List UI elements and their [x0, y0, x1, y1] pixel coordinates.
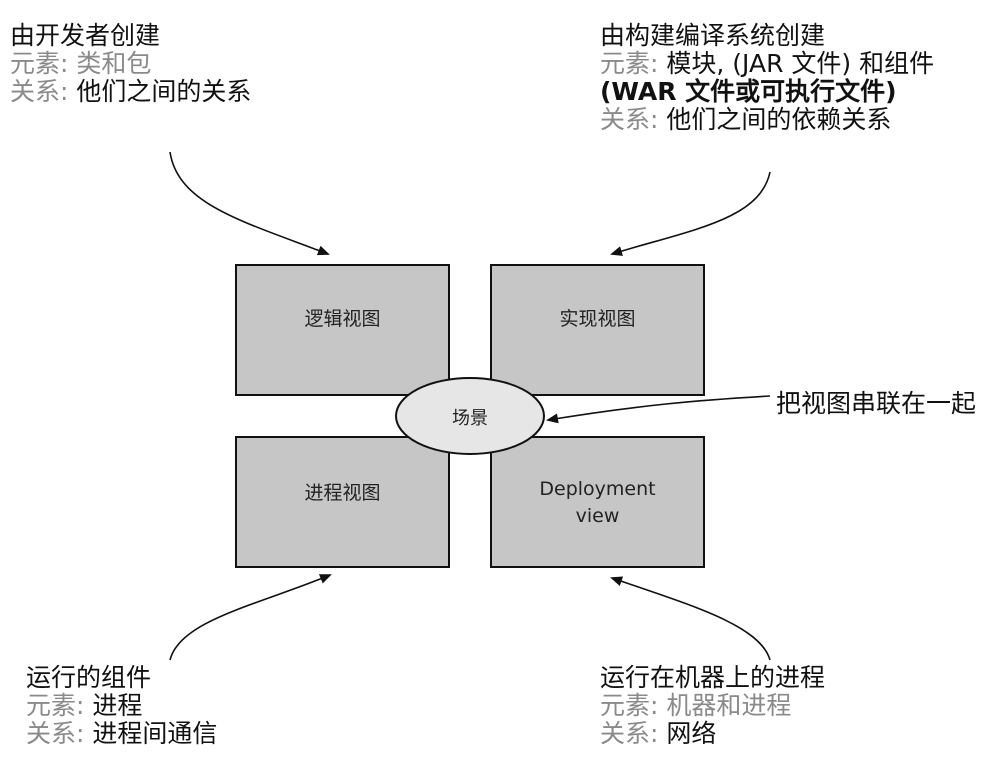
deployment-view-label-line2: view	[575, 505, 620, 527]
arrow-bottom-left	[169, 574, 332, 661]
annotation-elements-line: 元素: 类和包	[10, 50, 251, 78]
deployment-view-label-line1: Deployment	[539, 478, 656, 500]
annotation-title: 由构建编译系统创建	[600, 21, 826, 50]
annotation-relations-line: 关系: 网络	[600, 720, 825, 748]
annotation-elements-line: 元素: 机器和进程	[600, 692, 825, 720]
relations-value: 他们之间的关系	[76, 77, 252, 106]
arrow-connector	[546, 395, 771, 424]
annotation-relations-line: 关系: 进程间通信	[26, 720, 217, 748]
process-view-label: 进程视图	[304, 482, 381, 504]
deployment-view-box: Deployment view	[490, 436, 705, 568]
annotation-implementation-view: 由构建编译系统创建 元素: 模块, (JAR 文件) 和组件 (WAR 文件或可…	[600, 22, 934, 134]
annotation-process-view: 运行的组件 元素: 进程 关系: 进程间通信	[26, 664, 217, 748]
annotation-elements-line: 元素: 进程	[26, 692, 217, 720]
relations-value: 进程间通信	[92, 719, 218, 748]
annotation-relations-line: 关系: 他们之间的关系	[10, 78, 251, 106]
elements-label: 元素:	[26, 691, 85, 720]
elements-label: 元素:	[600, 691, 659, 720]
scenarios-label: 场景	[452, 408, 488, 429]
logical-view-box: 逻辑视图	[235, 264, 450, 396]
elements-value: 机器和进程	[666, 691, 792, 720]
elements-label: 元素:	[10, 49, 69, 78]
annotation-deployment-view: 运行在机器上的进程 元素: 机器和进程 关系: 网络	[600, 664, 825, 748]
process-view-box: 进程视图	[235, 436, 450, 568]
elements-value: 类和包	[76, 49, 152, 78]
elements-value-line2: (WAR 文件或可执行文件)	[600, 77, 897, 106]
annotation-title: 由开发者创建	[10, 21, 161, 50]
implementation-view-label: 实现视图	[559, 308, 636, 330]
annotation-title: 运行的组件	[26, 663, 152, 692]
elements-label: 元素:	[600, 49, 659, 78]
annotation-elements-line: 元素: 模块, (JAR 文件) 和组件	[600, 50, 934, 78]
arrow-top-right	[610, 171, 771, 256]
elements-value-line1: 模块, (JAR 文件) 和组件	[666, 49, 935, 78]
annotation-connector: 把视图串联在一起	[776, 389, 977, 418]
relations-label: 关系:	[600, 105, 659, 134]
arrow-bottom-right	[610, 576, 771, 661]
relations-label: 关系:	[26, 719, 85, 748]
annotation-logical-view: 由开发者创建 元素: 类和包 关系: 他们之间的关系	[10, 22, 251, 106]
relations-label: 关系:	[600, 719, 659, 748]
logical-view-label: 逻辑视图	[304, 308, 381, 330]
elements-value: 进程	[92, 691, 143, 720]
annotation-title: 运行在机器上的进程	[600, 663, 826, 692]
arrow-top-left	[169, 151, 330, 256]
implementation-view-box: 实现视图	[490, 264, 705, 396]
relations-value: 他们之间的依赖关系	[666, 105, 892, 134]
relations-value: 网络	[666, 719, 717, 748]
annotation-relations-line: 关系: 他们之间的依赖关系	[600, 106, 934, 134]
relations-label: 关系:	[10, 77, 69, 106]
